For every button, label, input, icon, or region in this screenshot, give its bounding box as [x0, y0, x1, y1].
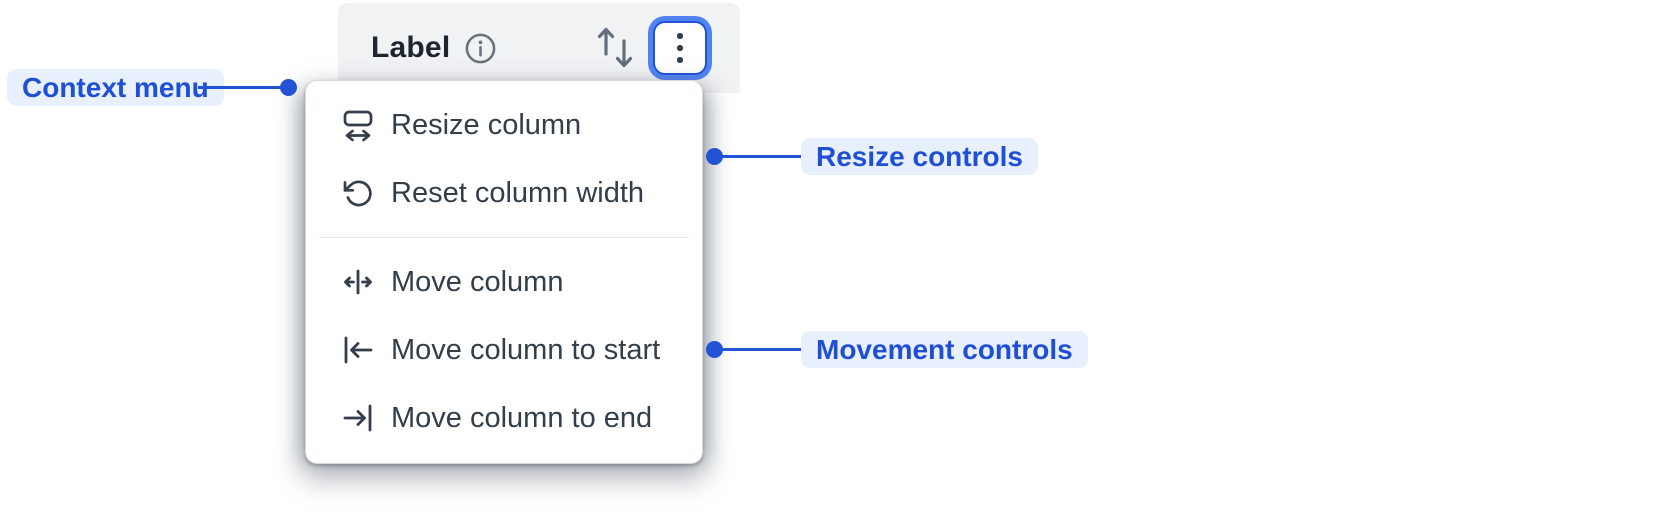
callout-line	[722, 155, 801, 158]
resize-column-icon	[341, 108, 375, 142]
menu-item-move-column-to-end[interactable]: Move column to end	[306, 384, 702, 452]
callout-dot	[706, 341, 723, 358]
menu-item-label: Reset column width	[391, 176, 645, 209]
callout-dot	[280, 79, 297, 96]
menu-item-resize-column[interactable]: Resize column	[306, 91, 702, 159]
sort-arrows-icon[interactable]	[596, 26, 634, 70]
annotation-context-menu: Context menu	[7, 69, 224, 106]
move-column-to-end-icon	[341, 402, 375, 434]
column-header: Label	[338, 3, 740, 93]
reset-column-width-icon	[341, 177, 375, 209]
menu-item-label: Resize column	[391, 108, 582, 141]
menu-item-reset-column-width[interactable]: Reset column width	[306, 159, 702, 227]
menu-divider	[319, 237, 689, 238]
annotation-resize-controls: Resize controls	[801, 138, 1038, 175]
annotation-movement-controls: Movement controls	[801, 331, 1088, 368]
callout-line	[198, 86, 281, 89]
more-vertical-icon	[677, 33, 683, 39]
move-column-to-start-icon	[341, 334, 375, 366]
menu-item-move-column-to-start[interactable]: Move column to start	[306, 316, 702, 384]
menu-item-label: Move column	[391, 265, 564, 298]
menu-item-label: Move column to end	[391, 401, 653, 434]
callout-line	[722, 348, 801, 351]
info-icon[interactable]	[464, 32, 497, 65]
menu-item-move-column[interactable]: Move column	[306, 248, 702, 316]
callout-dot	[706, 148, 723, 165]
column-title: Label	[371, 31, 451, 64]
column-context-menu: Resize column Reset column width Move co…	[305, 80, 703, 464]
menu-item-label: Move column to start	[391, 333, 661, 366]
more-menu-button[interactable]	[653, 21, 707, 75]
move-column-icon	[341, 266, 375, 298]
